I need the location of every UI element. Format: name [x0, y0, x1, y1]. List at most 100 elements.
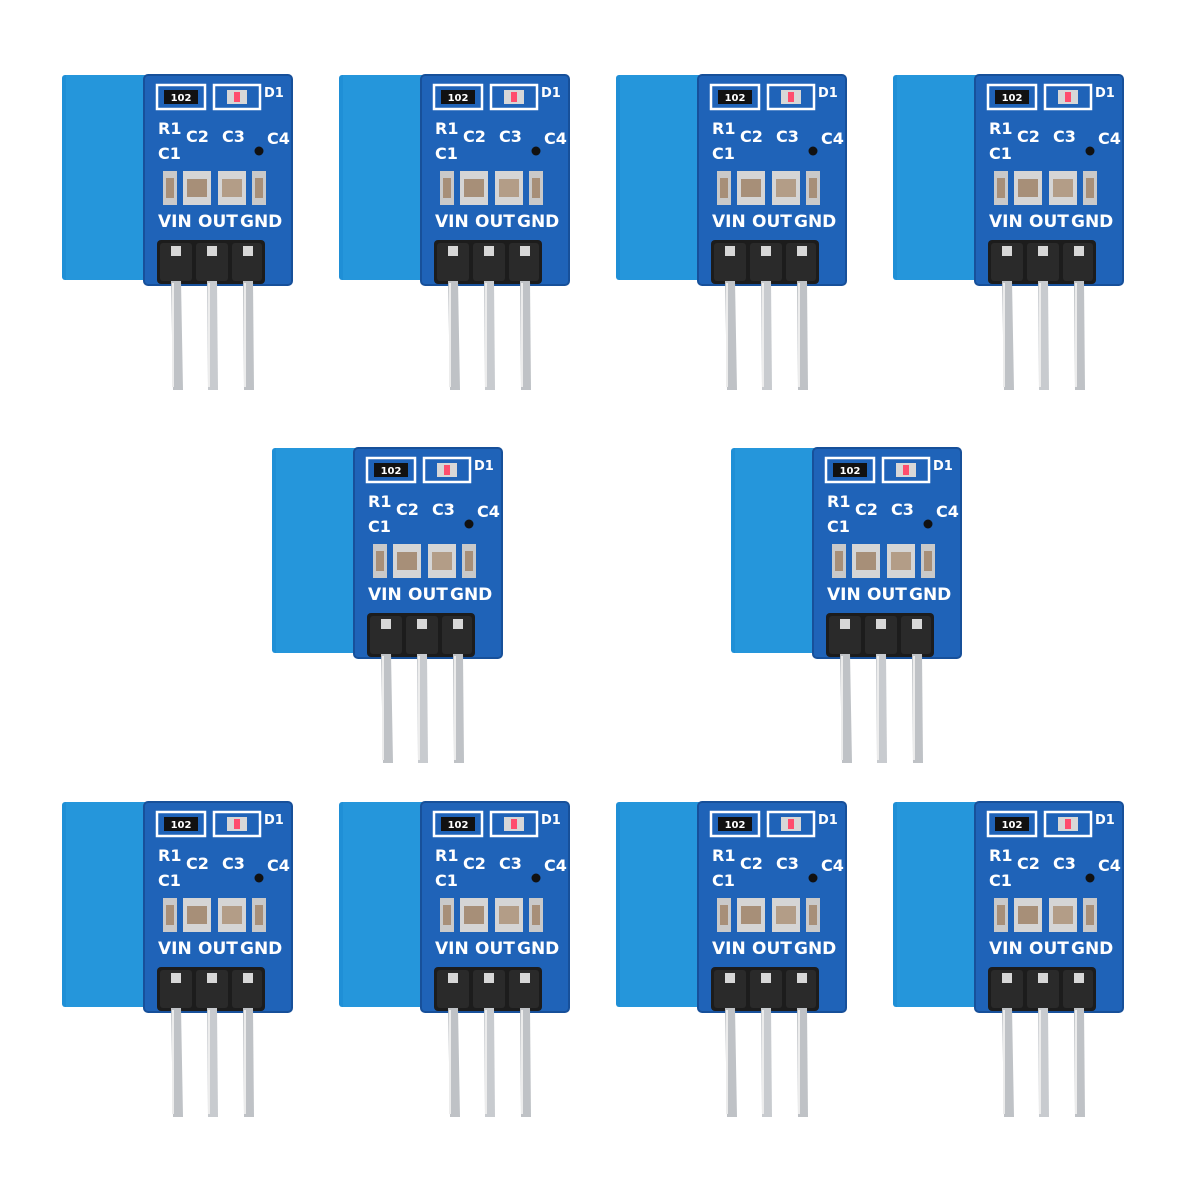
regulator-module-10: 102 D1 R1 C1 C2 C3 C4 VIN OUT GND: [893, 801, 1124, 1132]
metal-pins: [448, 1008, 531, 1117]
metal-pins: [1002, 281, 1085, 390]
d1-label: D1: [264, 86, 284, 101]
regulator-module-4: 102 D1 R1 C1 C2 C3 C4 VIN OUT GND: [893, 74, 1124, 405]
gnd-label: GND: [909, 585, 951, 605]
metal-pins: [448, 281, 531, 390]
c1-label: C1: [435, 144, 458, 163]
r1-label: R1: [158, 119, 181, 138]
out-label: OUT: [475, 212, 515, 232]
c2-label: C2: [186, 854, 209, 873]
out-label: OUT: [867, 585, 907, 605]
c3-label: C3: [891, 500, 914, 519]
out-label: OUT: [198, 939, 238, 959]
c3-label: C3: [499, 854, 522, 873]
c2-label: C2: [463, 854, 486, 873]
d1-label: D1: [818, 813, 838, 828]
c1-label: C1: [712, 144, 735, 163]
c4-label: C4: [267, 856, 290, 875]
vin-label: VIN: [827, 585, 861, 605]
gnd-label: GND: [1071, 212, 1113, 232]
c1-label: C1: [435, 871, 458, 890]
regulator-module-9: 102 D1 R1 C1 C2 C3 C4 VIN OUT GND: [616, 801, 847, 1132]
c2-label: C2: [855, 500, 878, 519]
resistor-marking: 102: [381, 466, 402, 477]
pin-header: [434, 967, 542, 1011]
c4-label: C4: [1098, 856, 1121, 875]
vin-label: VIN: [435, 939, 469, 959]
d1-label: D1: [933, 459, 953, 474]
regulator-module-2: 102 D1 R1 C1 C2 C3 C4 VIN OUT GND: [339, 74, 570, 405]
pin-header: [711, 967, 819, 1011]
c2-label: C2: [1017, 127, 1040, 146]
out-label: OUT: [1029, 939, 1069, 959]
c2-label: C2: [740, 854, 763, 873]
metal-pins: [725, 1008, 808, 1117]
d1-label: D1: [818, 86, 838, 101]
c1-label: C1: [989, 871, 1012, 890]
resistor-marking: 102: [725, 820, 746, 831]
d1-label: D1: [474, 459, 494, 474]
c4-label: C4: [544, 129, 567, 148]
gnd-label: GND: [240, 939, 282, 959]
metal-pins: [840, 654, 923, 763]
metal-pins: [171, 281, 254, 390]
c3-label: C3: [1053, 127, 1076, 146]
pin-header: [434, 240, 542, 284]
out-label: OUT: [752, 212, 792, 232]
c3-label: C3: [222, 127, 245, 146]
vin-label: VIN: [158, 212, 192, 232]
out-label: OUT: [475, 939, 515, 959]
c3-label: C3: [432, 500, 455, 519]
c2-label: C2: [396, 500, 419, 519]
resistor-marking: 102: [171, 820, 192, 831]
regulator-module-1: 102 D1 R1 C1 C2 C3 C4 VIN OUT GND: [62, 74, 293, 405]
metal-pins: [381, 654, 464, 763]
c2-label: C2: [740, 127, 763, 146]
vin-label: VIN: [158, 939, 192, 959]
vin-label: VIN: [435, 212, 469, 232]
d1-label: D1: [1095, 86, 1115, 101]
c2-label: C2: [1017, 854, 1040, 873]
pin-header: [157, 240, 265, 284]
pin-header: [988, 240, 1096, 284]
c3-label: C3: [776, 854, 799, 873]
r1-label: R1: [158, 846, 181, 865]
resistor-marking: 102: [448, 93, 469, 104]
c3-label: C3: [1053, 854, 1076, 873]
c2-label: C2: [186, 127, 209, 146]
regulator-module-3: 102 D1 R1 C1 C2 C3 C4 VIN OUT GND: [616, 74, 847, 405]
r1-label: R1: [368, 492, 391, 511]
metal-pins: [171, 1008, 254, 1117]
resistor-marking: 102: [1002, 93, 1023, 104]
c2-label: C2: [463, 127, 486, 146]
pin-header: [367, 613, 475, 657]
r1-label: R1: [827, 492, 850, 511]
vin-label: VIN: [989, 939, 1023, 959]
c3-label: C3: [499, 127, 522, 146]
resistor-marking: 102: [725, 93, 746, 104]
resistor-marking: 102: [448, 820, 469, 831]
regulator-module-5: 102 D1 R1 C1 C2 C3 C4 VIN OUT GND: [272, 447, 503, 778]
pin-header: [826, 613, 934, 657]
c3-label: C3: [222, 854, 245, 873]
c1-label: C1: [368, 517, 391, 536]
regulator-module-6: 102 D1 R1 C1 C2 C3 C4 VIN OUT GND: [731, 447, 962, 778]
out-label: OUT: [408, 585, 448, 605]
r1-label: R1: [712, 119, 735, 138]
regulator-module-7: 102 D1 R1 C1 C2 C3 C4 VIN OUT GND: [62, 801, 293, 1132]
vin-label: VIN: [368, 585, 402, 605]
c4-label: C4: [544, 856, 567, 875]
d1-label: D1: [1095, 813, 1115, 828]
c1-label: C1: [827, 517, 850, 536]
out-label: OUT: [752, 939, 792, 959]
metal-pins: [1002, 1008, 1085, 1117]
resistor-marking: 102: [840, 466, 861, 477]
gnd-label: GND: [794, 212, 836, 232]
c4-label: C4: [267, 129, 290, 148]
metal-pins: [725, 281, 808, 390]
gnd-label: GND: [450, 585, 492, 605]
r1-label: R1: [435, 846, 458, 865]
r1-label: R1: [989, 119, 1012, 138]
c4-label: C4: [1098, 129, 1121, 148]
